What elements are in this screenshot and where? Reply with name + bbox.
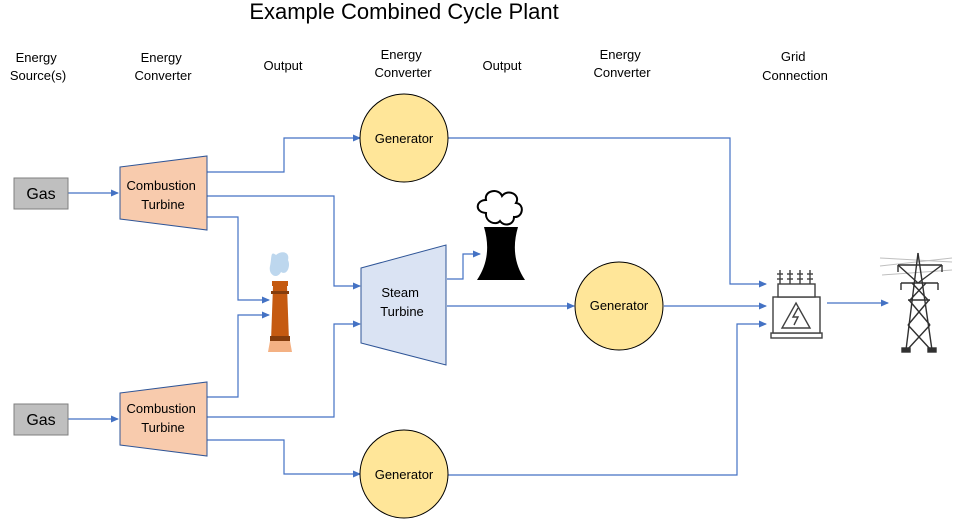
header-energy-converter-2: Energy Converter — [374, 47, 432, 80]
cooling-tower-icon — [476, 190, 525, 280]
generator-1: Generator — [359, 93, 449, 183]
connector-gen3-to-transformer — [447, 320, 767, 476]
header-output-2: Output — [482, 58, 521, 73]
generator-label: Generator — [375, 467, 434, 482]
transmission-tower-icon — [879, 252, 953, 353]
header-energy-source: Energy Source(s) — [10, 50, 66, 83]
exhaust-stack-icon — [268, 252, 292, 352]
combustion-turbine-label: Combustion Turbine — [127, 401, 200, 435]
gas-source-label: Gas — [26, 186, 55, 203]
transformer-icon — [770, 270, 823, 339]
connector-ct2-to-stack — [207, 311, 270, 398]
header-grid-connection: Grid Connection — [762, 49, 828, 83]
connector-ct2-to-steam — [207, 320, 361, 418]
combustion-turbine-1: Combustion Turbine — [119, 155, 208, 231]
combustion-turbine-label: Combustion Turbine — [127, 178, 200, 212]
connector-gen1-to-transformer — [447, 137, 767, 288]
header-output-1: Output — [263, 58, 302, 73]
combustion-turbine-2: Combustion Turbine — [119, 381, 208, 457]
header-energy-converter-3: Energy Converter — [593, 47, 651, 80]
steam-turbine: Steam Turbine — [360, 244, 447, 366]
connector-ct1-to-gen1 — [207, 134, 361, 173]
connector-ct1-to-stack — [207, 216, 270, 304]
connectors — [68, 134, 889, 478]
connector-ct1-to-steam — [207, 195, 361, 290]
header-energy-converter-1: Energy Converter — [134, 50, 192, 83]
gas-source-label: Gas — [26, 412, 55, 429]
steam-turbine-label: Steam Turbine — [380, 285, 424, 319]
connector-steam-to-tower — [447, 250, 481, 280]
generator-2: Generator — [574, 261, 664, 351]
diagram-title: Example Combined Cycle Plant — [249, 0, 558, 24]
generator-label: Generator — [375, 131, 434, 146]
gas-source-1: Gas — [13, 177, 69, 210]
connector-ct2-to-gen3 — [207, 439, 361, 478]
generator-label: Generator — [590, 298, 649, 313]
gas-source-2: Gas — [13, 403, 69, 436]
generator-3: Generator — [359, 429, 449, 519]
